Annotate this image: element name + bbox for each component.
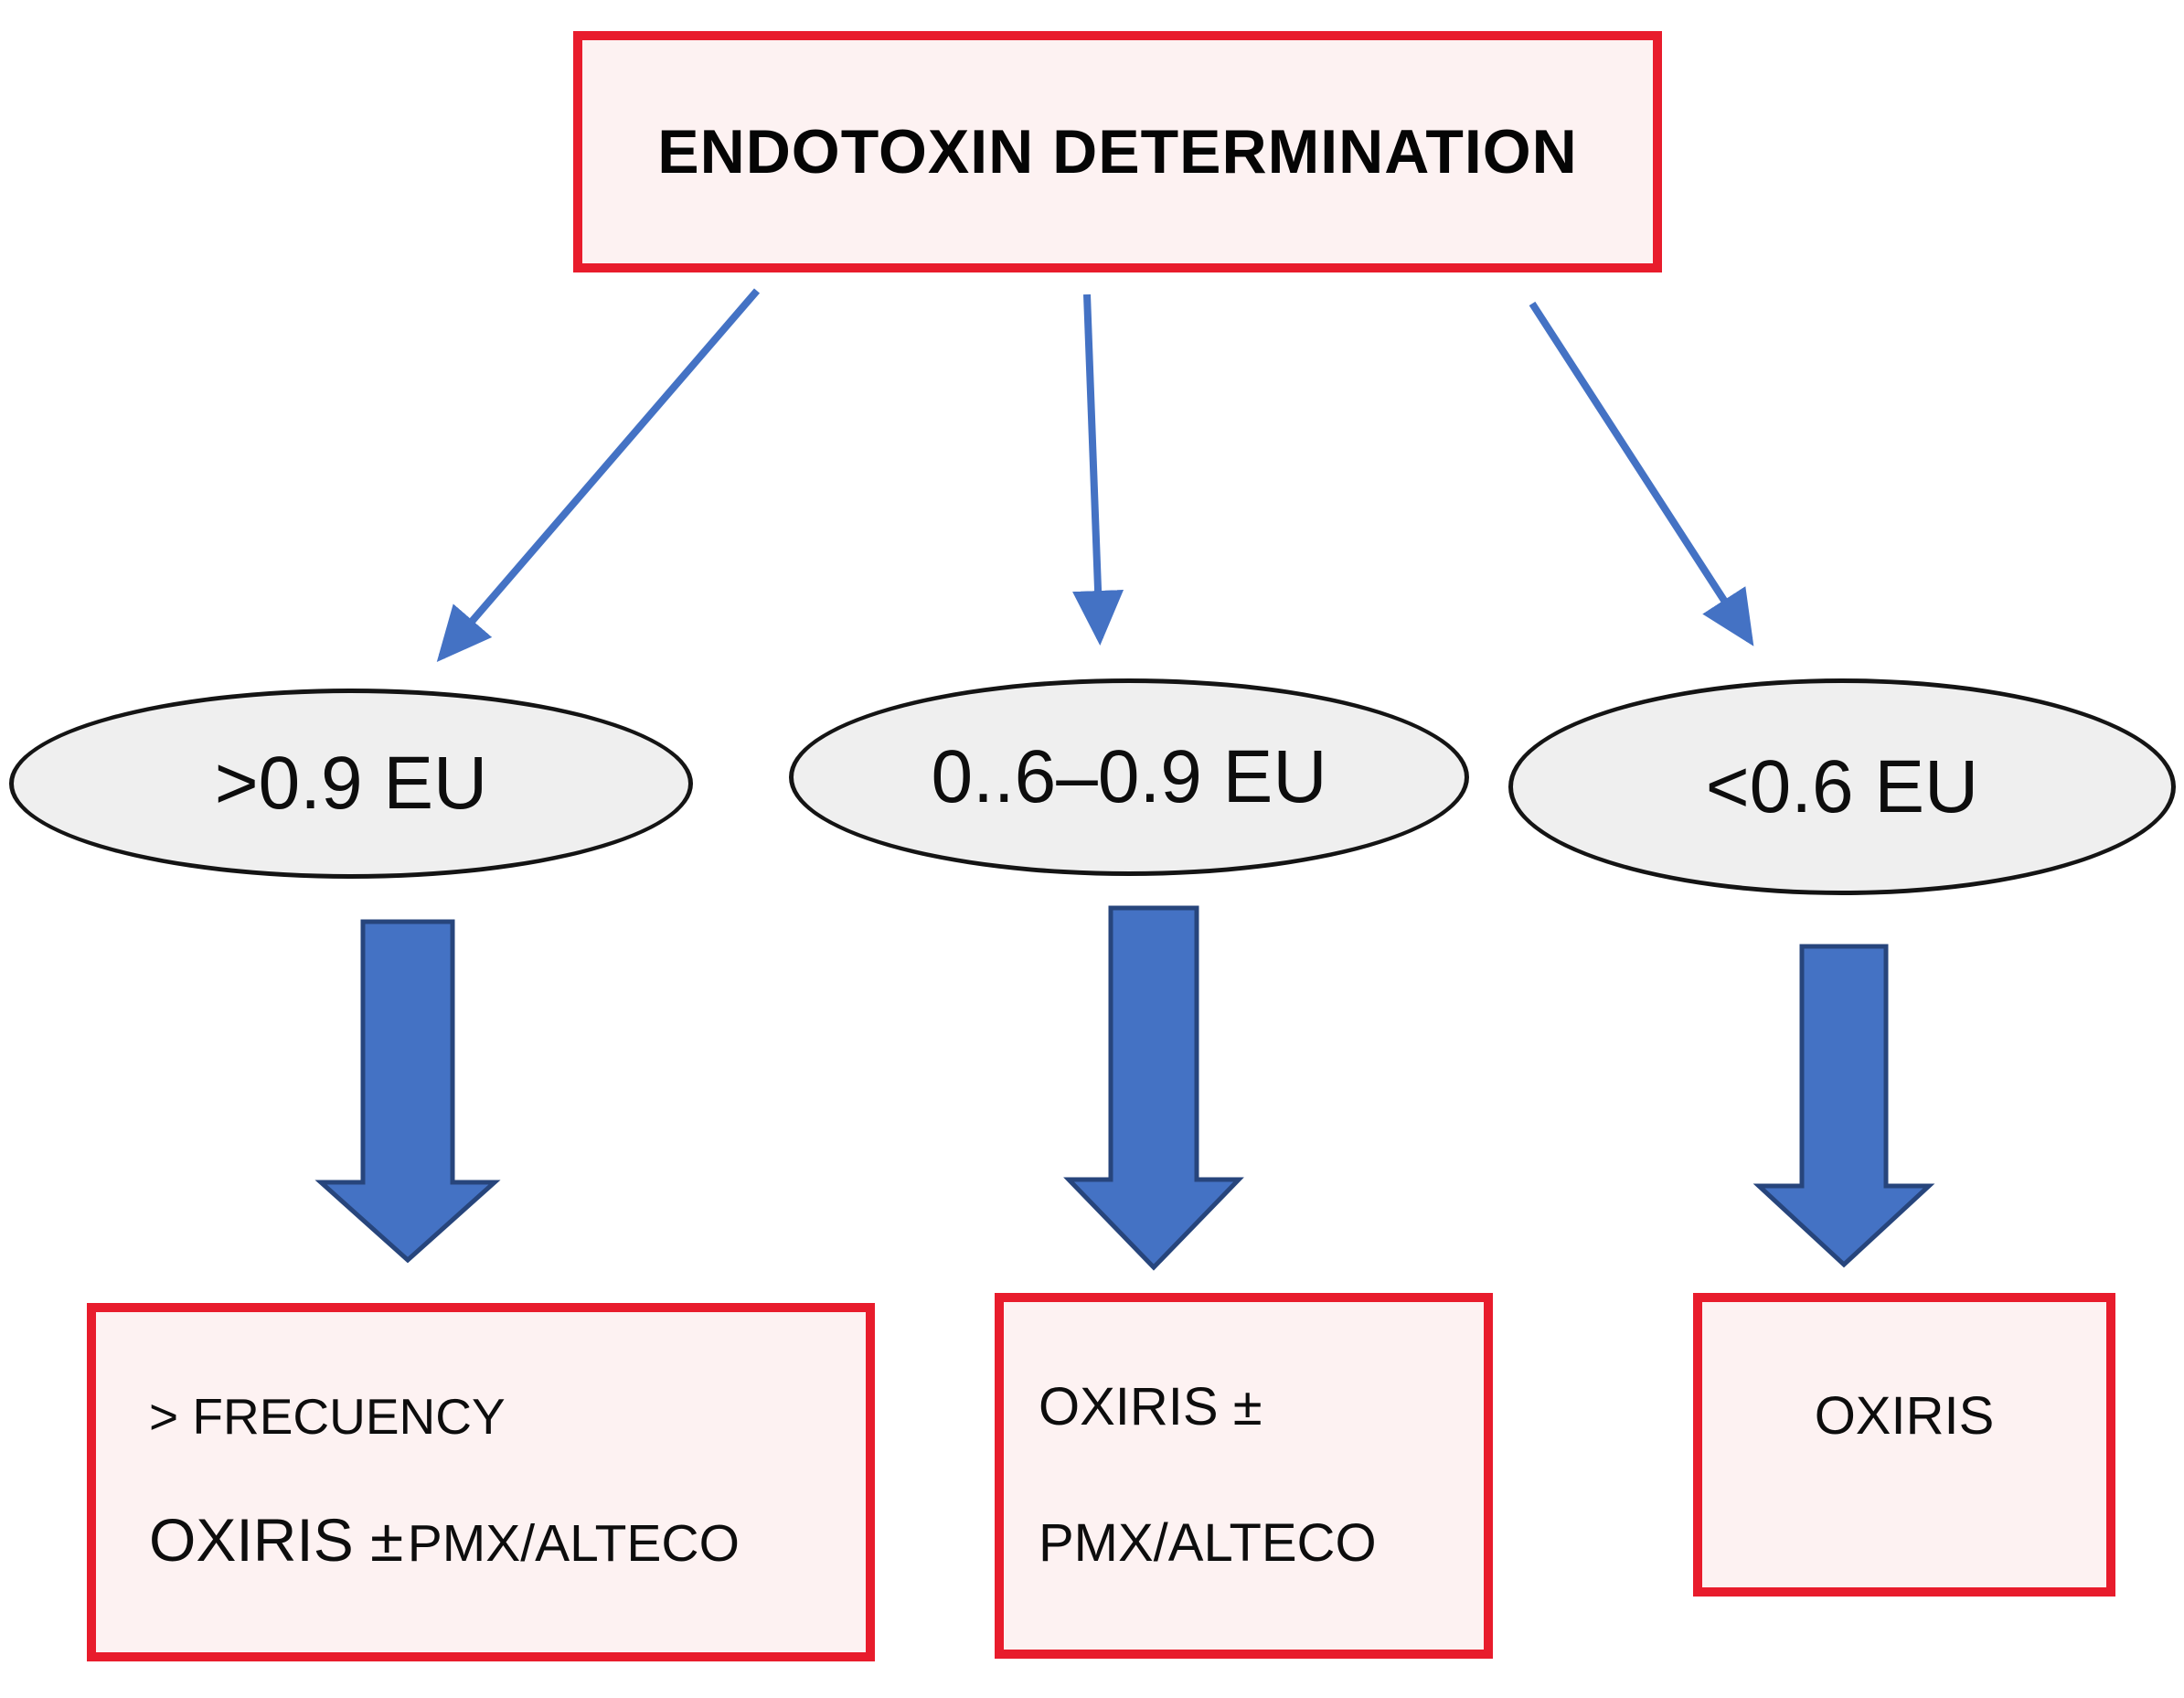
block-arrow-right-icon: [1753, 944, 1935, 1268]
outcome-mid-line2: PMX/ALTECO: [1039, 1513, 1377, 1573]
block-arrow-left-icon: [314, 919, 501, 1264]
condition-high-label: >0.9 EU: [214, 742, 488, 825]
outcome-box-high: > FRECUENCY OXIRIS ± PMX/ALTECO: [87, 1303, 875, 1661]
condition-ellipse-mid: 0..6–0.9 EU: [789, 678, 1469, 876]
page-title: ENDOTOXIN DETERMINATION: [657, 117, 1578, 187]
block-arrow-middle-icon: [1063, 905, 1244, 1271]
condition-ellipse-low: <0.6 EU: [1508, 678, 2176, 895]
condition-low-label: <0.6 EU: [1705, 744, 1979, 828]
outcome-low-line1: OXIRIS: [1814, 1386, 1995, 1446]
thin-arrow-left-icon: [436, 288, 761, 663]
outcome-high-line2-oxiris: OXIRIS ±: [149, 1506, 404, 1575]
thin-arrow-right-icon: [1529, 301, 1754, 646]
outcome-box-mid: OXIRIS ± PMX/ALTECO: [995, 1293, 1493, 1659]
title-box: ENDOTOXIN DETERMINATION: [573, 31, 1662, 272]
condition-mid-label: 0..6–0.9 EU: [931, 735, 1327, 818]
outcome-mid-line1: OXIRIS ±: [1039, 1377, 1262, 1437]
condition-ellipse-high: >0.9 EU: [9, 689, 693, 879]
outcome-high-line1: > FRECUENCY: [149, 1387, 506, 1445]
thin-arrow-middle-icon: [1072, 294, 1124, 646]
outcome-high-line2-pmx: PMX/ALTECO: [407, 1514, 740, 1574]
outcome-box-low: OXIRIS: [1693, 1293, 2115, 1597]
outcome-high-line2: OXIRIS ± PMX/ALTECO: [149, 1509, 866, 1574]
